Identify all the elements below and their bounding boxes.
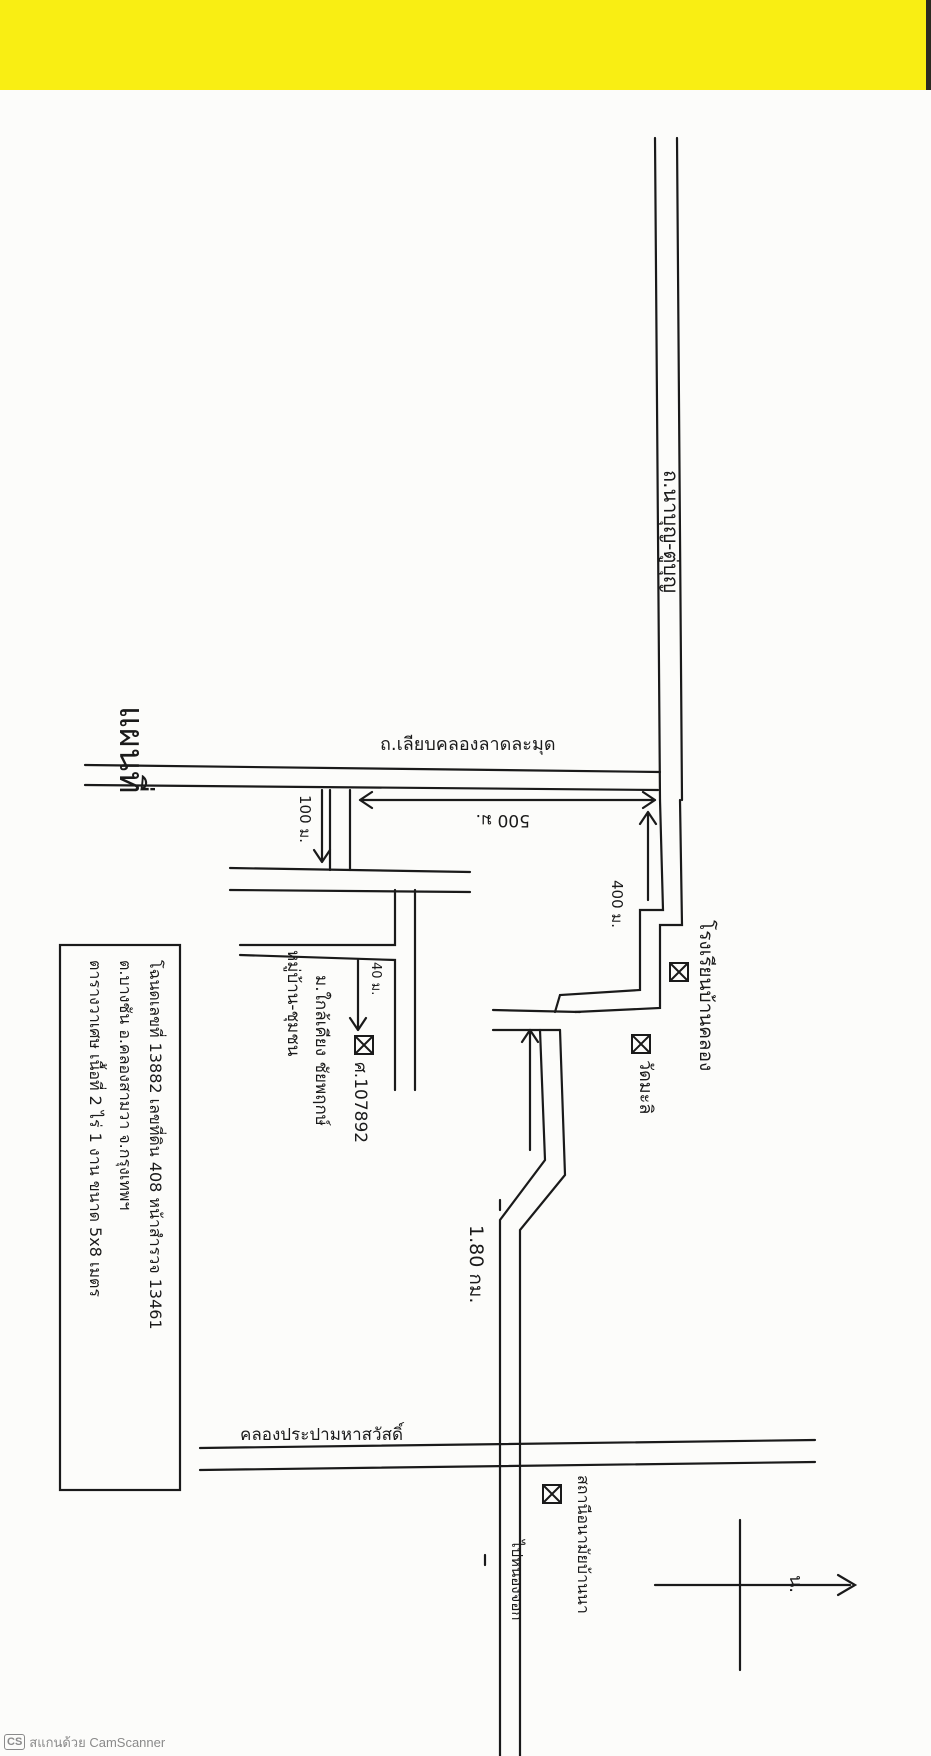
village-name-label: ม.ใกล้เคียง ชัยพฤกษ์	[311, 975, 332, 1126]
distance-100-label: 100 ม.	[296, 795, 314, 843]
compass-arrow	[836, 1573, 858, 1597]
arrow-100	[312, 788, 332, 864]
camscanner-text: สแกนด้วย CamScanner	[29, 1734, 166, 1750]
side-lane-c	[228, 866, 472, 874]
distance-180-label: 1.80 กม.	[465, 1225, 487, 1303]
arrow-40	[348, 958, 368, 1032]
route-line-a	[553, 798, 665, 1014]
camscanner-watermark: CS สแกนด้วย CamScanner	[4, 1732, 165, 1752]
main-road-line-a	[653, 136, 662, 802]
village-sub-label: หมู่บ้าน-ชุมชน	[283, 950, 303, 1057]
site-label: ศ.107892	[350, 1062, 370, 1143]
info-box-frame	[58, 943, 182, 1492]
canal-line-b	[198, 1460, 817, 1472]
village-road-c	[238, 953, 397, 1092]
distance-40-label: 40 ม.	[368, 962, 383, 995]
temple-marker-icon	[631, 1034, 651, 1054]
main-road-label: ถ.นาบุญ-ตู่บุญ	[658, 470, 683, 593]
info-line-2: ต.บางชัน อ.คลองสามวา จ.กรุงเทพฯ	[115, 960, 135, 1210]
bottom-landmark-label: สถานีอนามัยบ้านนา	[574, 1475, 593, 1614]
paper-sheet	[0, 90, 931, 1756]
distance-500-label: 500 ม.	[476, 810, 530, 830]
upper-road-line-b	[83, 783, 660, 792]
yellow-header-band	[0, 0, 931, 90]
upper-road-line-a	[83, 763, 662, 774]
route-line-c	[491, 1008, 582, 1014]
camscanner-logo-icon: CS	[4, 1734, 26, 1750]
compass-north-label: น.	[785, 1575, 806, 1593]
arrow-400	[638, 810, 658, 902]
map-title: แผนที่	[111, 706, 155, 794]
long-road-a	[498, 1028, 547, 1756]
village-road-a	[238, 888, 397, 947]
arrow-180	[520, 1028, 540, 1152]
main-road-line-b	[675, 136, 684, 802]
dark-edge	[926, 0, 931, 90]
temple-label: วัดมะลิ	[635, 1060, 656, 1114]
school-marker-icon	[669, 962, 689, 982]
arrow-500	[358, 790, 657, 810]
left-road-label: ไปหนองจอก	[508, 1539, 526, 1620]
distance-400-label: 400 ม.	[608, 880, 626, 928]
bottom-landmark-marker-icon	[542, 1484, 562, 1504]
canal-label: คลองประปามหาสวัสดิ์	[240, 1422, 405, 1445]
school-label: โรงเรียนบ้านคลอง	[695, 920, 718, 1071]
site-marker-icon	[354, 1035, 374, 1055]
long-road-b	[518, 1028, 567, 1756]
canal-line-a	[198, 1438, 817, 1450]
upper-road-label: ถ.เลียบคลองลาดละมุด	[380, 734, 556, 755]
side-lane-d	[228, 888, 472, 894]
info-line-1: โฉนดเลขที่ 13882 เลขที่ดิน 408 หน้าสำรวจ…	[146, 960, 167, 1330]
info-line-3: ตารางวาเศษ เนื้อที่ 2 ไร่ 1 งาน ขนาด 5x8…	[86, 960, 107, 1297]
route-line-b	[573, 798, 684, 1014]
